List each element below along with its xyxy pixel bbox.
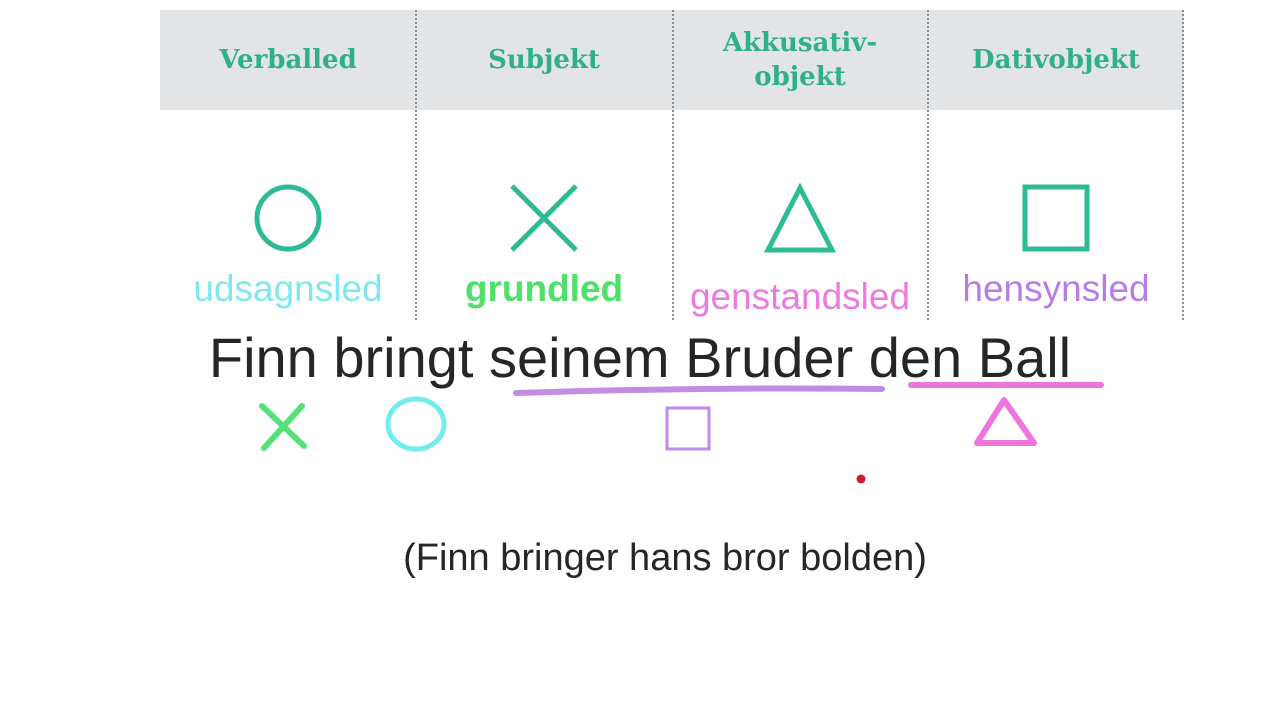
column-verballed: Verballed udsagnsled xyxy=(160,10,416,320)
danish-translation: (Finn bringer hans bror bolden) xyxy=(403,537,927,579)
column-header: Dativobjekt xyxy=(972,45,1140,75)
triangle-icon xyxy=(974,397,1037,446)
column-akkusativobjekt: Akkusativ- objekt genstandsled xyxy=(672,10,928,320)
column-term: hensynsled xyxy=(962,268,1150,309)
circle-icon xyxy=(385,396,447,452)
triangle-icon xyxy=(763,182,837,253)
legend-table: Verballed udsagnsled Subjekt grundled Ak… xyxy=(160,10,1184,320)
dative-phrase: seinem Bruder xyxy=(489,326,854,389)
column-term: udsagnsled xyxy=(193,268,383,309)
column-divider xyxy=(415,10,417,320)
german-sentence: Finn bringt seinem Bruder den Ball xyxy=(0,322,1280,394)
square-icon xyxy=(1022,184,1090,252)
column-header: Verballed xyxy=(219,45,357,75)
column-dativobjekt: Dativobjekt hensynsled xyxy=(928,10,1184,320)
circle-icon xyxy=(254,184,322,252)
cross-icon xyxy=(259,403,307,451)
accusative-phrase: den Ball xyxy=(868,326,1072,389)
column-term: genstandsled xyxy=(689,276,911,317)
column-divider xyxy=(927,10,929,320)
column-header: Subjekt xyxy=(488,45,600,75)
column-divider xyxy=(672,10,674,320)
word-bringt: bringt xyxy=(333,326,474,389)
square-icon xyxy=(665,406,711,451)
column-header: Akkusativ- objekt xyxy=(722,28,878,92)
column-subjekt: Subjekt grundled xyxy=(416,10,672,320)
cross-icon xyxy=(510,184,578,252)
pointer-dot xyxy=(856,474,866,484)
word-finn: Finn xyxy=(208,326,318,389)
column-divider xyxy=(1182,10,1184,320)
column-term: grundled xyxy=(464,268,624,309)
